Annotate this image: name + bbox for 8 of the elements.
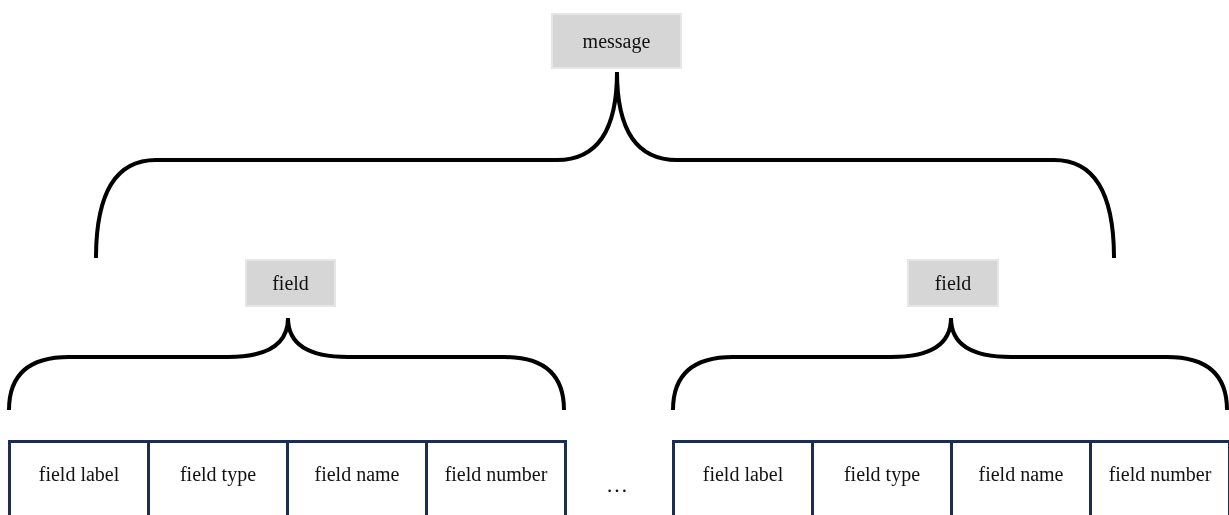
label-box: field <box>907 259 999 307</box>
table-cell: field label <box>672 440 814 515</box>
table-cell: field number <box>425 440 567 515</box>
ellipsis-text: … <box>606 472 628 498</box>
table-cell: field number <box>1089 440 1229 515</box>
table-cell: field label <box>8 440 150 515</box>
label-box: message <box>551 13 682 69</box>
label-box: field <box>245 259 336 307</box>
